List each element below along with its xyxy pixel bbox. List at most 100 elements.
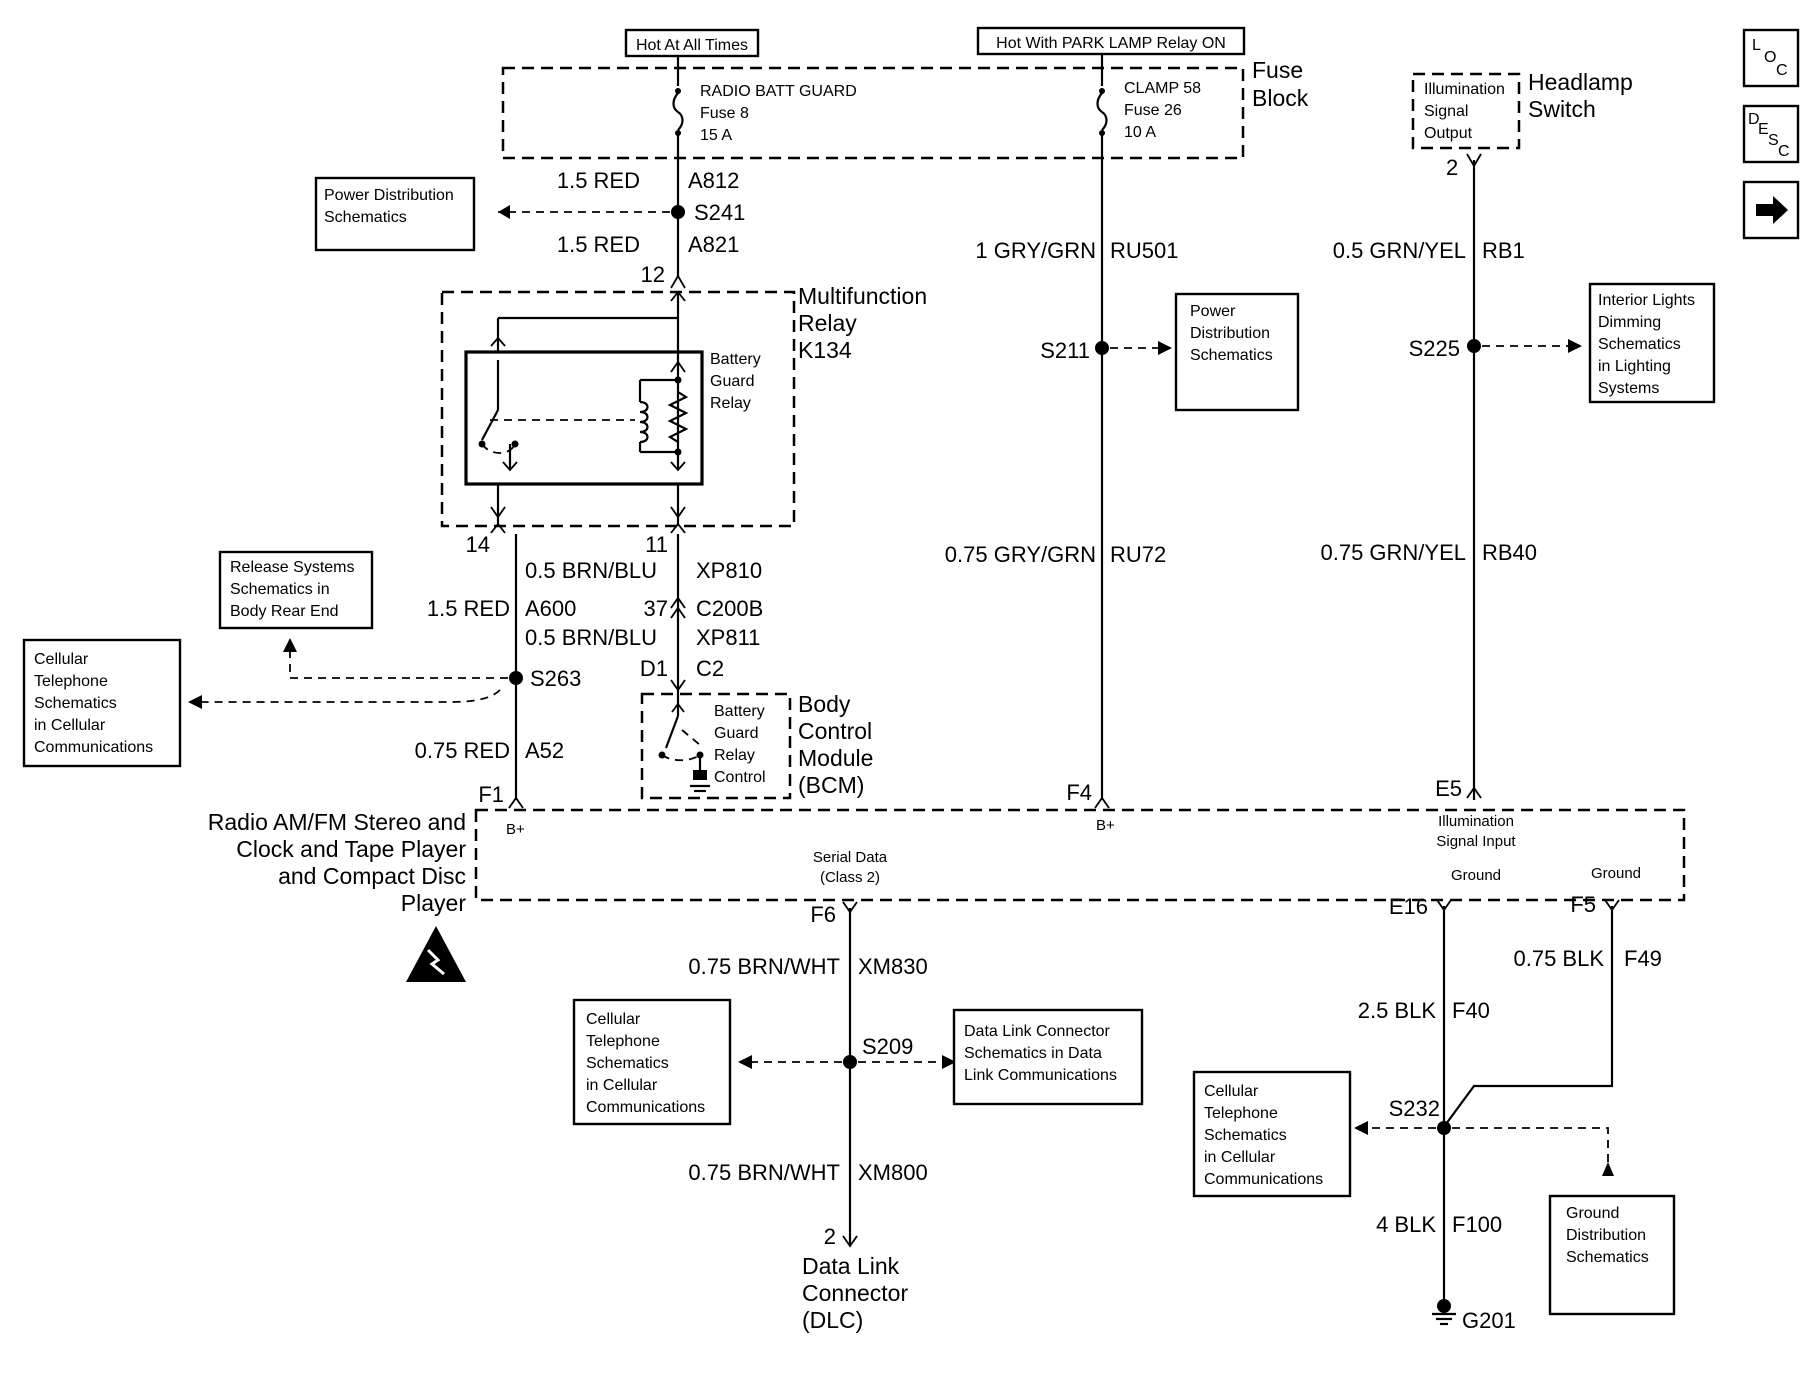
svg-text:S263: S263 <box>530 666 581 691</box>
svg-text:D1: D1 <box>640 656 668 681</box>
ref-cellular-left[interactable]: Cellular Telephone Schematics in Cellula… <box>22 638 182 768</box>
svg-text:Telephone: Telephone <box>1204 1105 1278 1122</box>
svg-text:F6: F6 <box>810 902 836 927</box>
svg-text:Headlamp: Headlamp <box>1528 69 1633 95</box>
svg-text:Block: Block <box>1252 85 1309 111</box>
svg-text:1.5 RED: 1.5 RED <box>557 168 640 193</box>
svg-text:Data Link: Data Link <box>802 1253 900 1279</box>
svg-text:XP810: XP810 <box>696 558 762 583</box>
svg-text:A52: A52 <box>525 738 564 763</box>
svg-text:14: 14 <box>466 532 490 557</box>
svg-text:Battery: Battery <box>714 703 765 720</box>
svg-text:Power Distribution: Power Distribution <box>324 187 454 204</box>
svg-text:Signal: Signal <box>1424 103 1468 120</box>
svg-text:Switch: Switch <box>1528 96 1596 122</box>
svg-text:in Cellular: in Cellular <box>586 1077 658 1094</box>
svg-text:RU501: RU501 <box>1110 238 1178 263</box>
svg-text:Relay: Relay <box>710 395 751 412</box>
svg-text:Systems: Systems <box>1598 380 1659 397</box>
splice-s211 <box>1095 341 1109 355</box>
ref-data-link-connector[interactable]: Data Link Connector Schematics in Data L… <box>952 1008 1144 1106</box>
svg-text:S211: S211 <box>1040 338 1090 363</box>
svg-text:S225: S225 <box>1409 336 1460 361</box>
svg-text:(Class 2): (Class 2) <box>820 869 880 886</box>
svg-text:L: L <box>1752 37 1761 54</box>
svg-text:Serial Data: Serial Data <box>813 849 888 866</box>
svg-text:Dimming: Dimming <box>1598 314 1661 331</box>
svg-text:S209: S209 <box>862 1034 913 1059</box>
svg-text:RB40: RB40 <box>1482 540 1537 565</box>
svg-text:F5: F5 <box>1570 892 1596 917</box>
svg-text:15 A: 15 A <box>700 127 732 144</box>
svg-text:Control: Control <box>798 718 872 744</box>
svg-text:Communications: Communications <box>34 739 153 756</box>
svg-text:Battery: Battery <box>710 351 761 368</box>
ref-cellular-mid[interactable]: Cellular Telephone Schematics in Cellula… <box>572 998 732 1126</box>
ref-power-distribution-left[interactable]: Power Distribution Schematics <box>314 176 476 252</box>
svg-text:B+: B+ <box>1096 817 1115 834</box>
svg-text:Schematics: Schematics <box>586 1055 669 1072</box>
splice-s225 <box>1467 339 1481 353</box>
svg-text:Cellular: Cellular <box>1204 1083 1259 1100</box>
svg-text:Power: Power <box>1190 303 1236 320</box>
svg-text:2: 2 <box>824 1224 836 1249</box>
svg-text:Schematics in Data: Schematics in Data <box>964 1045 1102 1062</box>
svg-text:RB1: RB1 <box>1482 238 1525 263</box>
svg-text:1.5 RED: 1.5 RED <box>427 596 510 621</box>
svg-text:Output: Output <box>1424 125 1473 142</box>
multifunction-relay-k134: Multifunction Relay K134 Battery Guard R… <box>440 283 927 528</box>
svg-text:Telephone: Telephone <box>586 1033 660 1050</box>
svg-text:0.5 BRN/BLU: 0.5 BRN/BLU <box>525 558 657 583</box>
svg-text:Schematics: Schematics <box>1598 336 1681 353</box>
ref-interior-lights[interactable]: Interior Lights Dimming Schematics in Li… <box>1588 282 1716 404</box>
svg-text:Communications: Communications <box>586 1099 705 1116</box>
svg-text:1.5 RED: 1.5 RED <box>557 232 640 257</box>
svg-text:Relay: Relay <box>798 310 857 336</box>
svg-text:0.75 GRN/YEL: 0.75 GRN/YEL <box>1320 540 1466 565</box>
fuse-block: Fuse Block RADIO BATT GUARD Fuse 8 15 A … <box>501 57 1309 160</box>
svg-text:Fuse 26: Fuse 26 <box>1124 102 1182 119</box>
ref-cellular-right[interactable]: Cellular Telephone Schematics in Cellula… <box>1192 1070 1352 1198</box>
ref-ground-distribution[interactable]: Ground Distribution Schematics <box>1548 1194 1676 1316</box>
svg-text:(BCM): (BCM) <box>798 772 864 798</box>
svg-text:S: S <box>1768 132 1779 149</box>
svg-text:RADIO BATT GUARD: RADIO BATT GUARD <box>700 83 857 100</box>
svg-text:A600: A600 <box>525 596 576 621</box>
svg-text:K134: K134 <box>798 337 852 363</box>
svg-text:Data Link Connector: Data Link Connector <box>964 1023 1111 1040</box>
svg-text:Illumination: Illumination <box>1438 813 1514 830</box>
svg-text:Link Communications: Link Communications <box>964 1067 1117 1084</box>
svg-text:11: 11 <box>645 532 668 557</box>
svg-text:0.75 BRN/WHT: 0.75 BRN/WHT <box>688 954 840 979</box>
ground-g201-icon <box>1432 1299 1456 1326</box>
splice-s263 <box>509 671 523 685</box>
svg-text:Ground: Ground <box>1591 865 1641 882</box>
svg-text:Fuse: Fuse <box>1252 57 1303 83</box>
data-link-connector: Data Link Connector (DLC) <box>802 1253 908 1333</box>
ref-release-systems[interactable]: Release Systems Schematics in Body Rear … <box>218 550 374 630</box>
svg-text:Connector: Connector <box>802 1280 908 1306</box>
power-label-hot-with-park-lamp: Hot With PARK LAMP Relay ON <box>976 26 1246 56</box>
svg-text:F49: F49 <box>1624 946 1662 971</box>
svg-text:C200B: C200B <box>696 596 763 621</box>
next-arrow-icon[interactable] <box>1742 180 1800 240</box>
svg-text:12: 12 <box>641 262 665 287</box>
svg-text:0.75 RED: 0.75 RED <box>415 738 510 763</box>
svg-text:S232: S232 <box>1389 1096 1440 1121</box>
splice-s232 <box>1437 1121 1451 1135</box>
ref-power-distribution-mid[interactable]: Power Distribution Schematics <box>1174 292 1300 412</box>
desc-icon[interactable]: D E S C <box>1742 104 1800 164</box>
svg-text:4 BLK: 4 BLK <box>1376 1212 1436 1237</box>
svg-text:RU72: RU72 <box>1110 542 1166 567</box>
svg-text:Multifunction: Multifunction <box>798 283 927 309</box>
svg-text:Fuse 8: Fuse 8 <box>700 105 749 122</box>
headlamp-switch: Illumination Signal Output Headlamp Swit… <box>1411 69 1633 180</box>
svg-text:Ground: Ground <box>1451 867 1501 884</box>
loc-icon[interactable]: L O C <box>1742 28 1800 88</box>
svg-text:in Lighting: in Lighting <box>1598 358 1671 375</box>
svg-text:F40: F40 <box>1452 998 1490 1023</box>
svg-text:0.75 BLK: 0.75 BLK <box>1513 946 1604 971</box>
splice-s209 <box>843 1055 857 1069</box>
svg-text:and Compact Disc: and Compact Disc <box>278 863 466 889</box>
